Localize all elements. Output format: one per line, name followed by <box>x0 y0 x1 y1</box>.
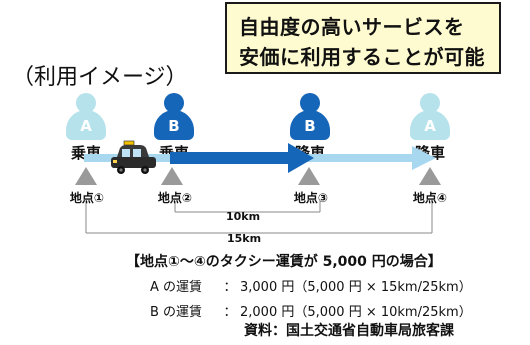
fare-separator: ： <box>223 280 237 295</box>
fare-row-b: B の運賃 ：2,000 円（5,000 円 × 10km/25km） <box>150 301 472 320</box>
distance-bracket-a <box>85 201 433 234</box>
route-arrow-b <box>170 143 314 173</box>
fare-amount: 2,000 円（5,000 円 × 10km/25km） <box>240 305 472 320</box>
point-marker-icon <box>161 167 183 185</box>
usage-image-title: （利用イメージ） <box>12 65 188 90</box>
person-letter: A <box>410 110 450 140</box>
person-letter: A <box>66 110 106 140</box>
person-icon-b-alight: B 降車 <box>290 93 330 165</box>
person-icon-a-board: A 乗車 <box>66 93 106 165</box>
distance-bracket-b <box>174 201 321 213</box>
fare-who: B の運賃 <box>150 305 203 320</box>
point-label-3: 地点③ <box>293 191 329 205</box>
fare-case-title: 【地点①～④のタクシー運賃が 5,000 円の場合】 <box>126 254 442 270</box>
point-marker-icon <box>75 167 97 185</box>
point-marker-icon <box>419 167 441 185</box>
fare-separator: ： <box>223 305 237 320</box>
taxi-icon <box>111 140 156 174</box>
fare-who: A の運賃 <box>150 280 203 295</box>
callout-line-1: 自由度の高いサービスを <box>239 15 465 39</box>
fare-row-a: A の運賃 ：3,000 円（5,000 円 × 15km/25km） <box>150 276 472 295</box>
point-label-1: 地点① <box>69 191 105 205</box>
distance-label-a: 15km <box>226 232 262 245</box>
fare-amount: 3,000 円（5,000 円 × 15km/25km） <box>240 280 472 295</box>
point-label-4: 地点④ <box>412 191 448 205</box>
source-note: 資料：国土交通省自動車局旅客課 <box>244 323 454 339</box>
person-letter: B <box>154 110 194 140</box>
callout-box: 自由度の高いサービスを 安価に利用することが可能 <box>225 2 501 74</box>
point-marker-icon <box>298 167 320 185</box>
point-label-2: 地点② <box>157 191 193 205</box>
distance-label-b: 10km <box>225 210 261 223</box>
person-letter: B <box>290 110 330 140</box>
callout-line-2: 安価に利用することが可能 <box>239 45 485 69</box>
